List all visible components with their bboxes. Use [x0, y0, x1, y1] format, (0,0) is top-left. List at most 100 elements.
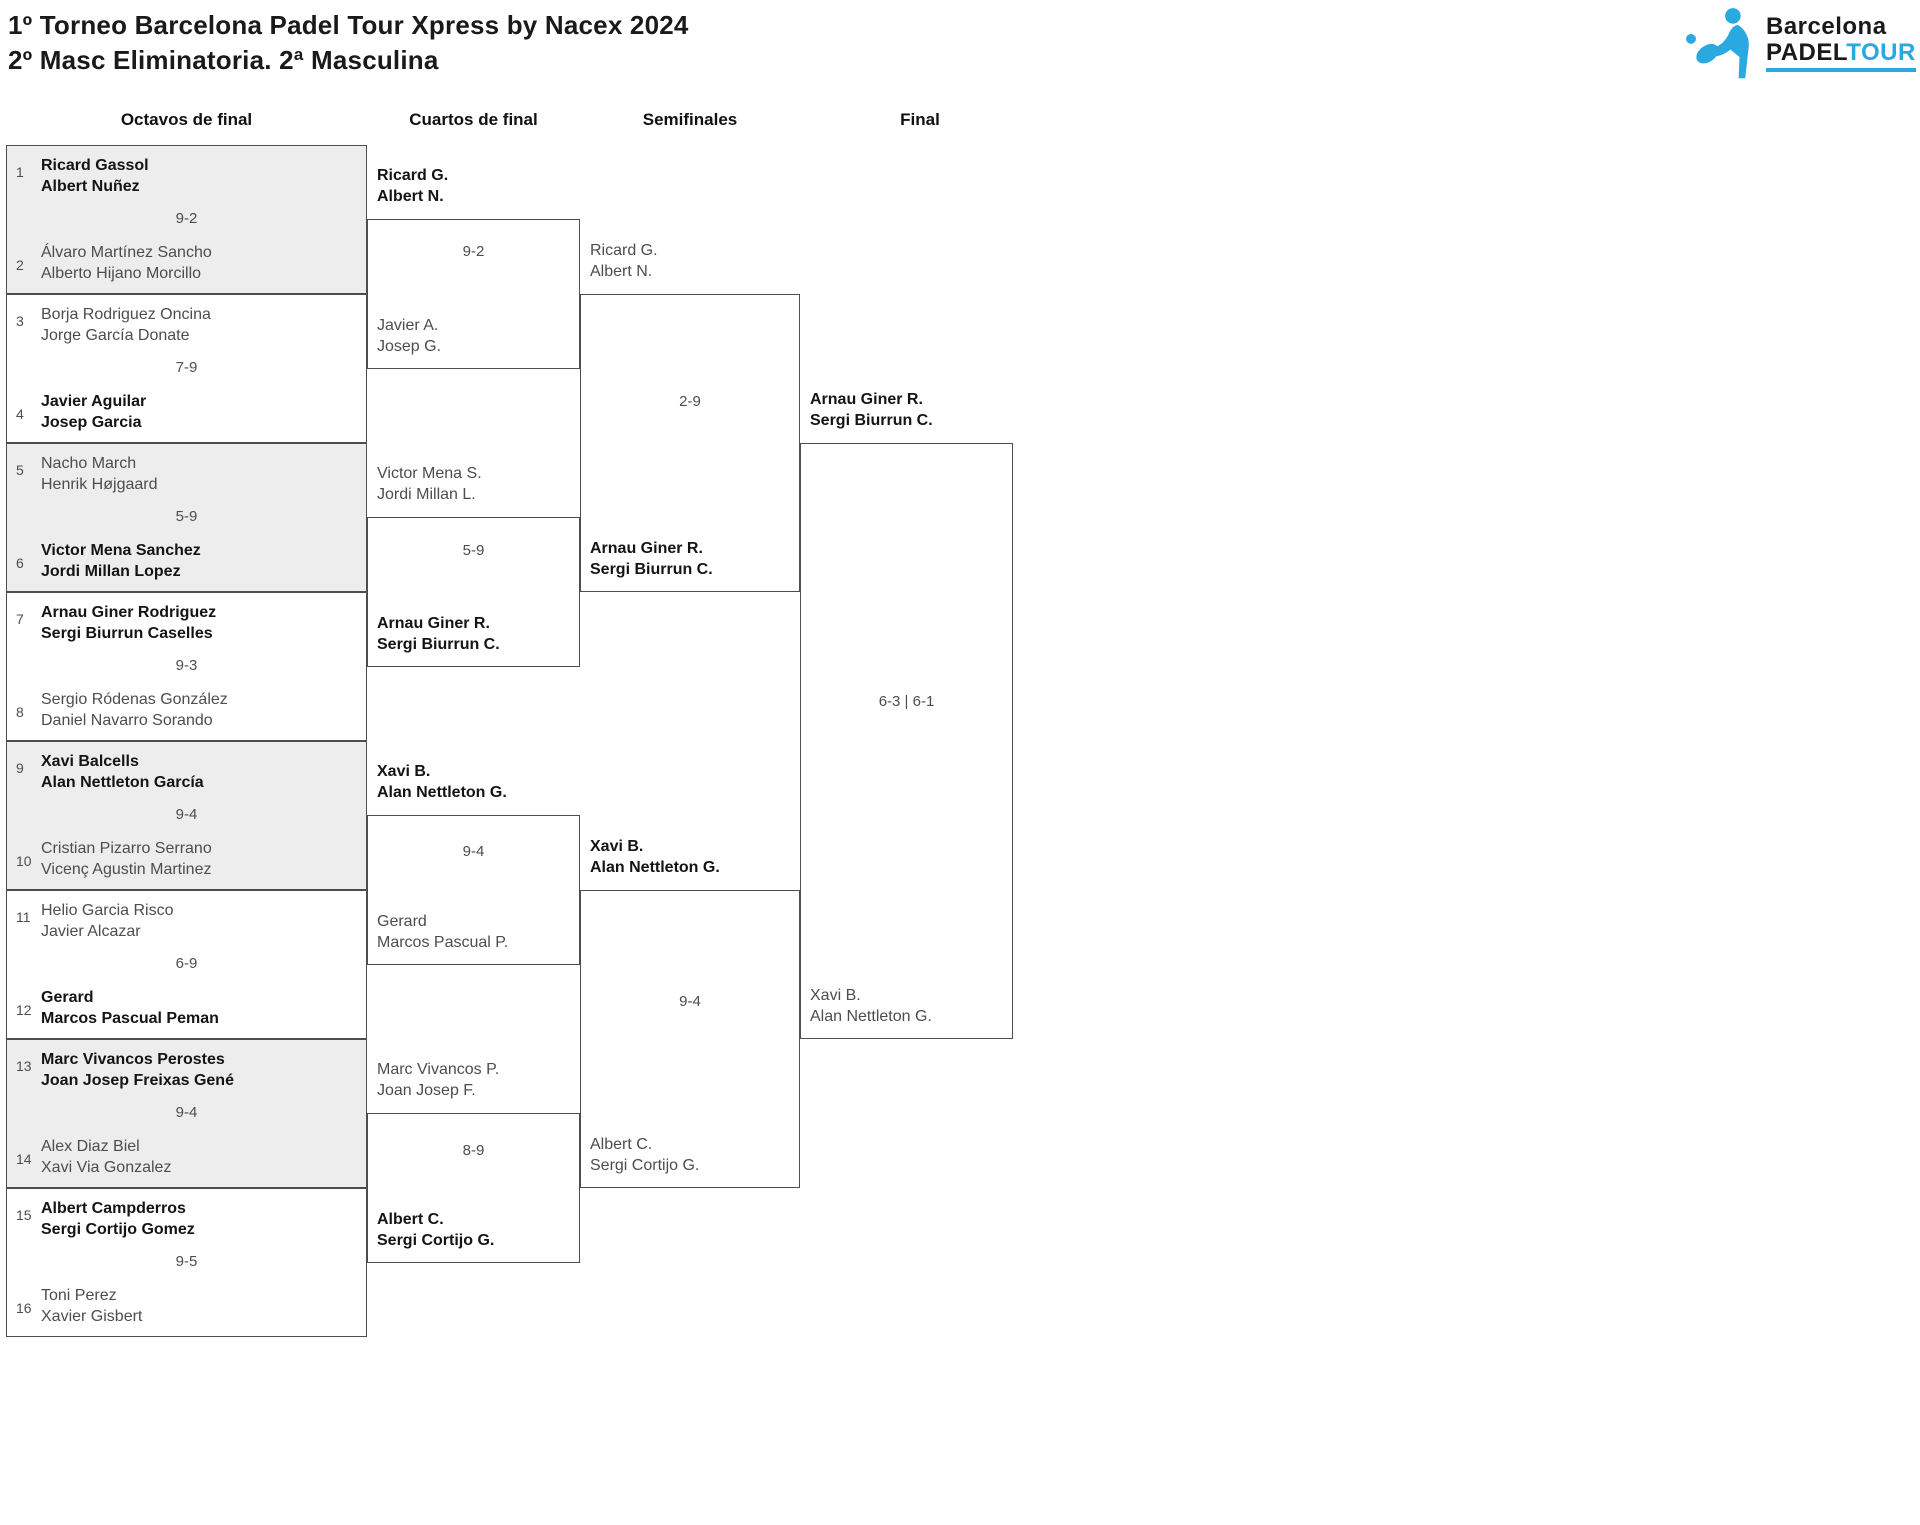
team-names: Gerard Marcos Pascual Peman [41, 987, 219, 1029]
player-name: Arnau Giner R. [810, 391, 923, 408]
octavos-match-5: 9 Xavi Balcells Alan Nettleton García 9-… [6, 741, 367, 890]
player-name: Sergi Biurrun C. [377, 636, 500, 653]
octavos-match-2: 3 Borja Rodriguez Oncina Jorge García Do… [6, 294, 367, 443]
page-title: 1º Torneo Barcelona Padel Tour Xpress by… [8, 10, 689, 40]
player-name: Marcos Pascual Peman [41, 1010, 219, 1027]
player-name: Alberto Hijano Morcillo [41, 265, 202, 282]
player-name: Xavi Balcells [41, 753, 139, 770]
team-names: Xavi B. Alan Nettleton G. [590, 836, 720, 878]
seed-number: 3 [16, 313, 24, 329]
player-name: Joan Josep Freixas Gené [41, 1072, 234, 1089]
player-name: Alan Nettleton García [41, 774, 204, 791]
logo-text: Barcelona PADELTOUR [1766, 12, 1916, 72]
cuartos-match-1-box [367, 219, 580, 369]
team-names: Javier Aguilar Josep Garcia [41, 391, 146, 433]
seed-number: 13 [16, 1058, 32, 1074]
seed-number: 15 [16, 1207, 32, 1223]
cuartos-match-4-box [367, 1113, 580, 1263]
cuartos-match-2-box [367, 517, 580, 667]
team-names: Arnau Giner R. Sergi Biurrun C. [590, 538, 713, 580]
team-names: Borja Rodriguez Oncina Jorge García Dona… [41, 304, 211, 346]
match-score: 9-4 [175, 1104, 198, 1121]
player-name: Josep Garcia [41, 414, 142, 431]
player-name: Daniel Navarro Sorando [41, 712, 213, 729]
team-names: Álvaro Martínez Sancho Alberto Hijano Mo… [41, 242, 212, 284]
player-name: Alex Diaz Biel [41, 1138, 140, 1155]
player-name: Sergi Cortijo G. [590, 1157, 700, 1174]
match-score: 9-4 [175, 806, 198, 823]
seed-number: 16 [16, 1300, 32, 1316]
semifinal-match-2-box [580, 890, 800, 1188]
player-name: Alan Nettleton G. [810, 1008, 932, 1025]
match-score: 2-9 [679, 393, 701, 410]
logo-word-padel: PADEL [1766, 38, 1847, 66]
player-name: Nacho March [41, 455, 137, 472]
seed-number: 12 [16, 1002, 32, 1018]
team-names: Xavi B. Alan Nettleton G. [810, 985, 932, 1027]
logo-underline [1766, 67, 1916, 72]
player-name: Javier Alcazar [41, 923, 141, 940]
player-name: Albert C. [590, 1136, 653, 1153]
player-name: Arnau Giner R. [377, 615, 490, 632]
team-names: Arnau Giner R. Sergi Biurrun C. [377, 613, 500, 655]
seed-number: 14 [16, 1151, 32, 1167]
octavos-match-6: 11 Helio Garcia Risco Javier Alcazar 6-9… [6, 890, 367, 1039]
player-name: Jordi Millan L. [377, 486, 476, 503]
team-names: Sergio Ródenas González Daniel Navarro S… [41, 689, 228, 731]
player-name: Albert N. [590, 263, 653, 280]
player-name: Victor Mena Sanchez [41, 542, 201, 559]
final-match-box [800, 443, 1013, 1039]
seed-number: 6 [16, 555, 24, 571]
player-name: Xavi Via Gonzalez [41, 1159, 172, 1176]
player-name: Sergi Cortijo G. [377, 1232, 495, 1249]
player-name: Alan Nettleton G. [377, 784, 507, 801]
team-names: Arnau Giner R. Sergi Biurrun C. [810, 389, 933, 431]
team-names: Ricard G. Albert N. [590, 240, 658, 282]
octavos-match-7: 13 Marc Vivancos Perostes Joan Josep Fre… [6, 1039, 367, 1188]
seed-number: 1 [16, 164, 24, 180]
player-name: Arnau Giner Rodriguez [41, 604, 217, 621]
match-score: 6-9 [175, 955, 198, 972]
player-name: Javier A. [377, 317, 439, 334]
player-name: Gerard [377, 913, 427, 930]
player-name: Arnau Giner R. [590, 540, 703, 557]
logo-word-barcelona: Barcelona [1766, 12, 1887, 40]
match-score: 7-9 [175, 359, 198, 376]
player-name: Albert C. [377, 1211, 444, 1228]
player-name: Marc Vivancos Perostes [41, 1051, 225, 1068]
player-name: Jorge García Donate [41, 327, 190, 344]
player-name: Sergi Biurrun Caselles [41, 625, 213, 642]
seed-number: 2 [16, 257, 24, 273]
player-name: Javier Aguilar [41, 393, 147, 410]
player-name: Borja Rodriguez Oncina [41, 306, 211, 323]
logo-word-padeltour: PADELTOUR [1766, 38, 1916, 66]
octavos-match-4: 7 Arnau Giner Rodriguez Sergi Biurrun Ca… [6, 592, 367, 741]
final-score: 6-3 | 6-1 [878, 693, 935, 710]
player-name: Alan Nettleton G. [590, 859, 720, 876]
player-name: Sergi Biurrun C. [810, 412, 933, 429]
team-names: Albert C. Sergi Cortijo G. [377, 1209, 494, 1251]
team-names: Victor Mena S. Jordi Millan L. [377, 463, 482, 505]
player-name: Victor Mena S. [377, 465, 482, 482]
team-names: Toni Perez Xavier Gisbert [41, 1285, 142, 1327]
round-header-final: Final [900, 110, 940, 129]
player-name: Marc Vivancos P. [377, 1061, 500, 1078]
player-name: Vicenç Agustin Martinez [41, 861, 212, 878]
player-name: Gerard [41, 989, 94, 1006]
player-name: Cristian Pizarro Serrano [41, 840, 212, 857]
page-title-block: 1º Torneo Barcelona Padel Tour Xpress by… [8, 8, 689, 78]
player-name: Josep G. [377, 338, 442, 355]
logo-word-tour: TOUR [1846, 38, 1916, 66]
team-names: Xavi Balcells Alan Nettleton García [41, 751, 204, 793]
match-score: 9-2 [175, 210, 198, 227]
round-header-cuartos: Cuartos de final [409, 110, 538, 129]
player-name: Jordi Millan Lopez [41, 563, 181, 580]
team-names: Marc Vivancos Perostes Joan Josep Freixa… [41, 1049, 234, 1091]
octavos-match-3: 5 Nacho March Henrik Højgaard 5-9 6 Vict… [6, 443, 367, 592]
player-name: Toni Perez [41, 1287, 117, 1304]
team-names: Gerard Marcos Pascual P. [377, 911, 508, 953]
cuartos-match-3-box [367, 815, 580, 965]
player-name: Marcos Pascual P. [377, 934, 509, 951]
player-name: Ricard Gassol [41, 157, 149, 174]
